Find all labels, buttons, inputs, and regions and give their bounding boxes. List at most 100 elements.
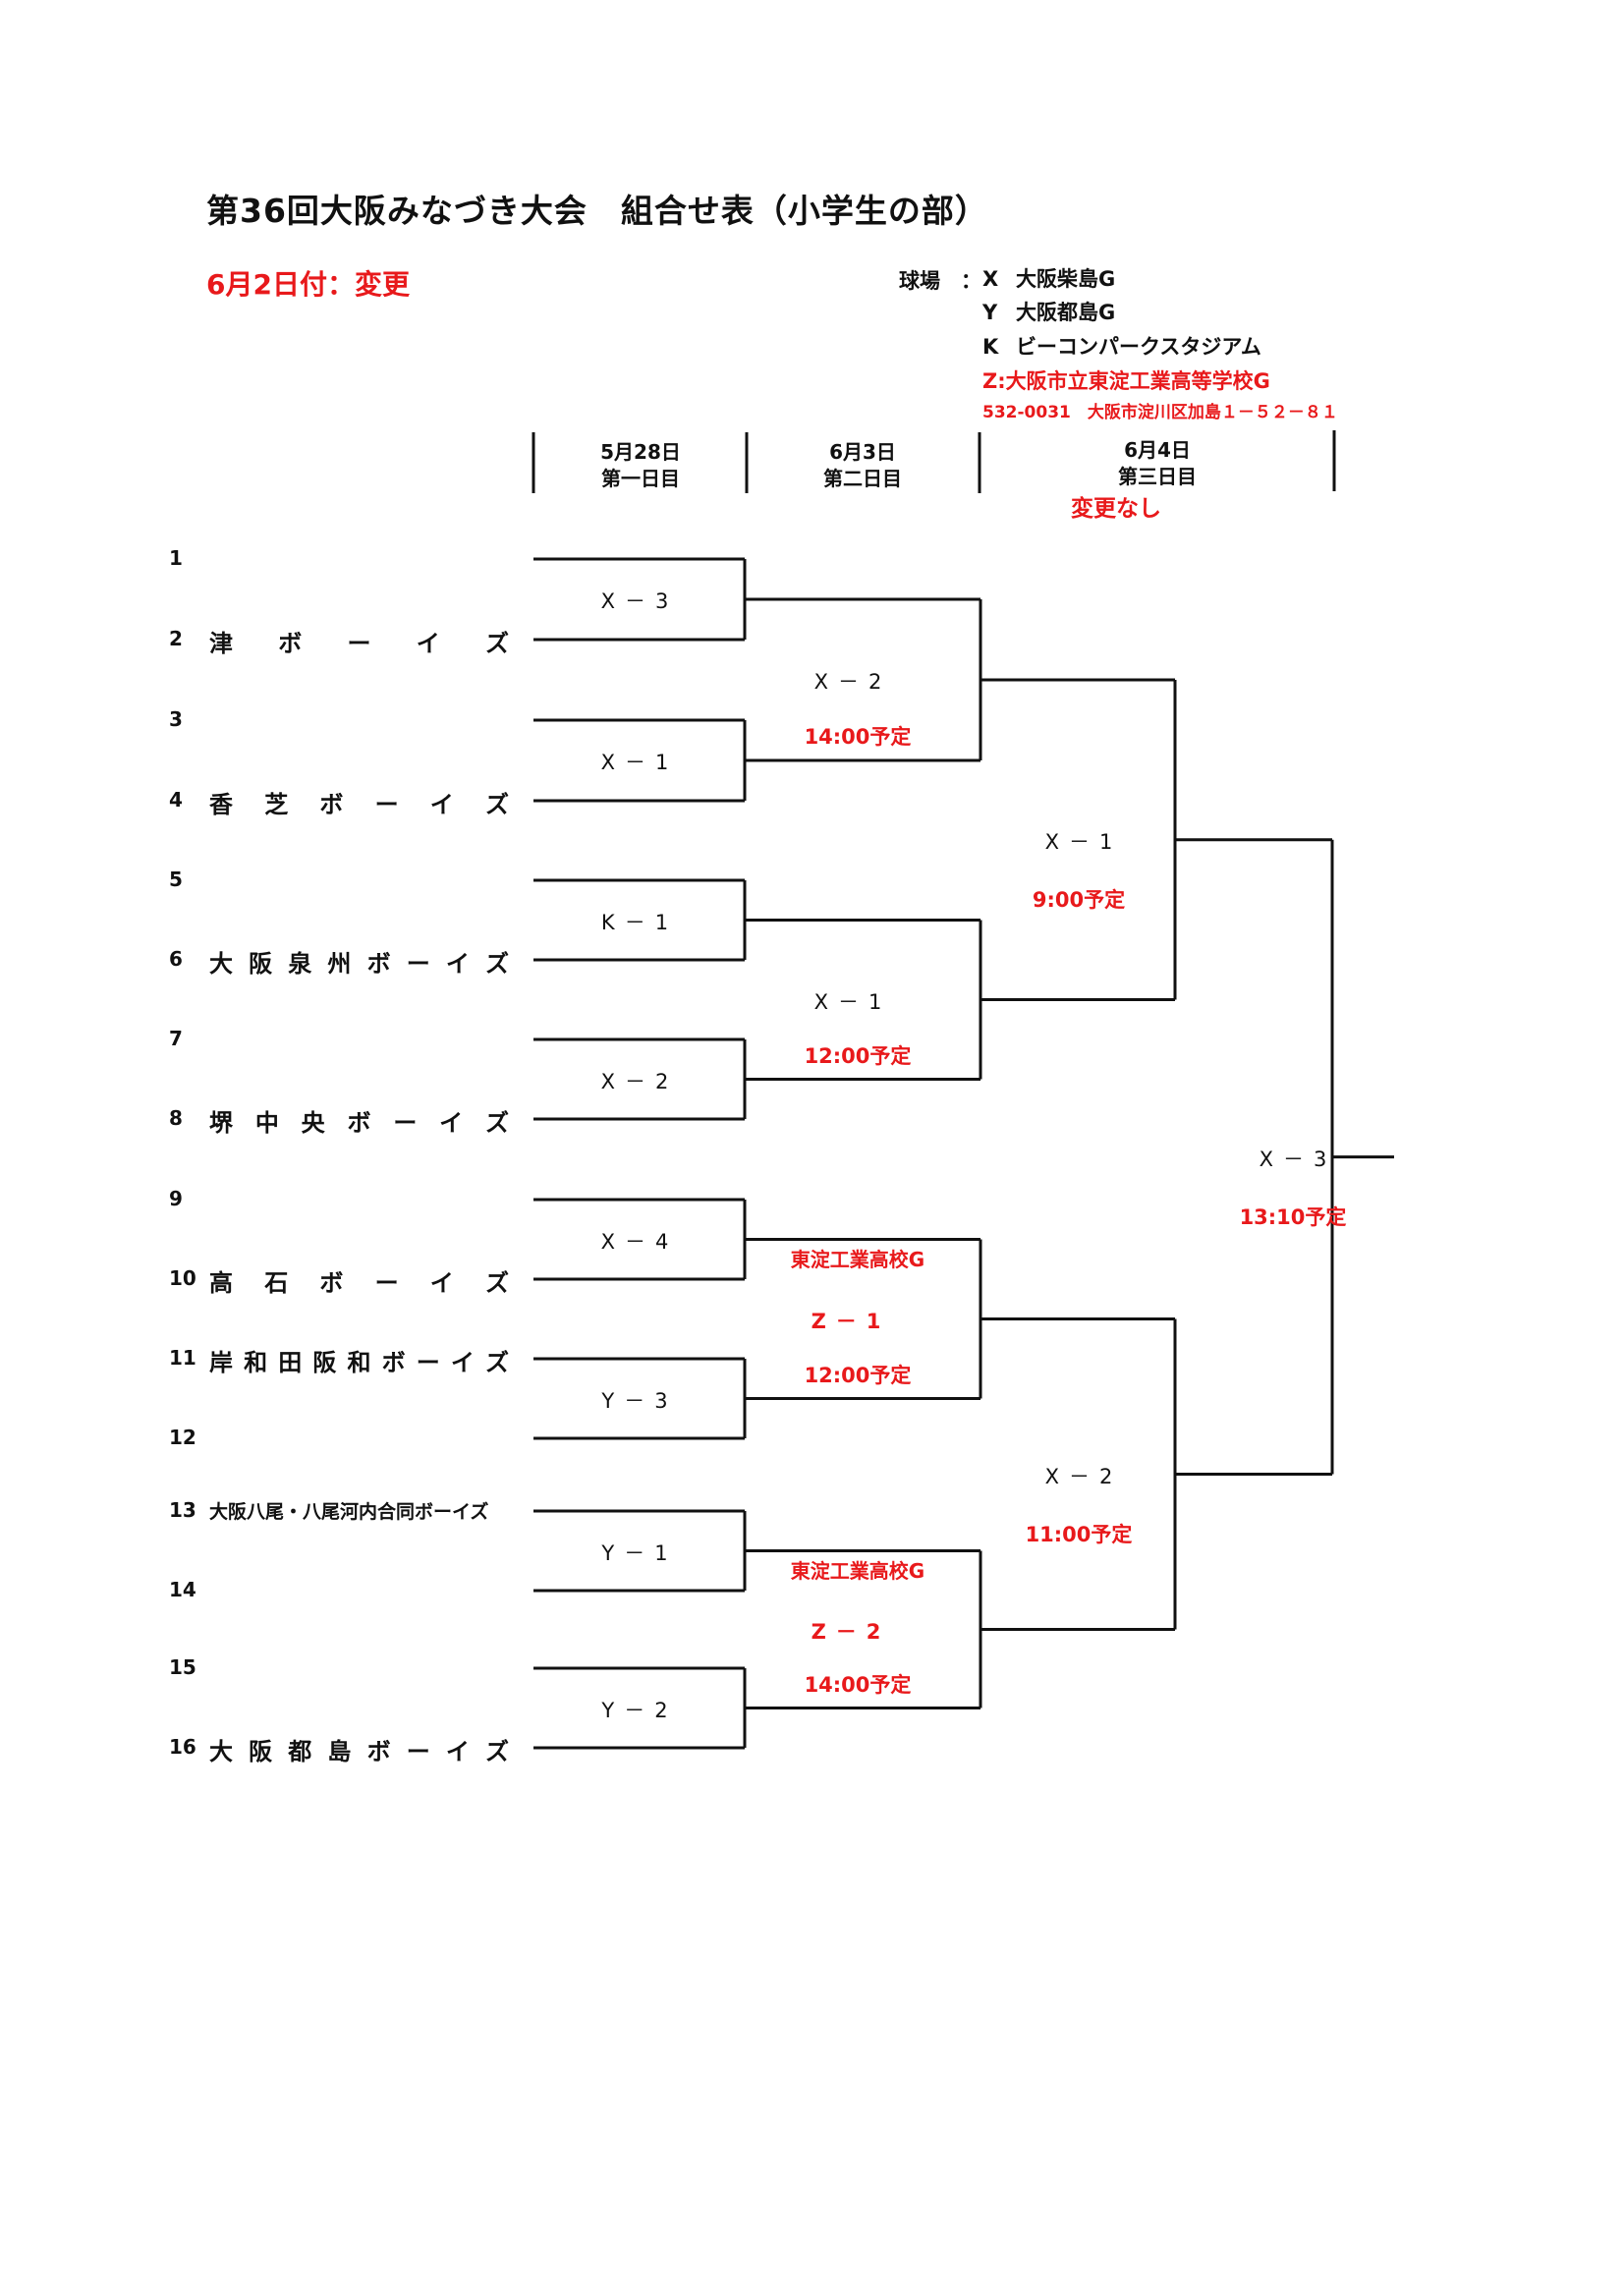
- game-time: 9:00予定: [1032, 887, 1126, 912]
- game-label: Z－1: [811, 1309, 891, 1333]
- team-name-char: 田: [278, 1349, 303, 1376]
- venue-y: Y 大阪都島G: [982, 297, 1115, 326]
- game-label: Y－2: [601, 1698, 678, 1722]
- team-seed: 14: [169, 1578, 196, 1601]
- team-name-char: 大: [209, 950, 233, 978]
- team-seed: 13: [169, 1498, 196, 1522]
- team-seed: 11: [169, 1346, 196, 1370]
- venue-code: Z:: [982, 369, 1006, 393]
- team-name-char: ズ: [484, 1738, 509, 1765]
- game-label: X－2: [1044, 1464, 1123, 1488]
- game-time: 14:00予定: [804, 725, 912, 749]
- round-3-note: 変更なし: [1071, 496, 1161, 522]
- team-seed: 8: [169, 1106, 183, 1130]
- team-name-char: ー: [406, 950, 430, 978]
- team-name-char: イ: [429, 791, 454, 818]
- team-name-char: イ: [429, 1269, 454, 1297]
- team-seed: 1: [169, 546, 183, 570]
- team-name-char: 石: [264, 1269, 289, 1297]
- team-name-char: イ: [416, 630, 440, 657]
- game-venue: 東淀工業高校G: [790, 1247, 925, 1271]
- round-day: 第一日目: [601, 467, 680, 490]
- final-game-label: X－3: [1259, 1147, 1337, 1171]
- team-name-char: 島: [327, 1738, 352, 1765]
- team-seed: 7: [169, 1027, 183, 1050]
- team-seed: 15: [169, 1655, 196, 1679]
- update-notice: 6月2日付：変更: [206, 268, 410, 301]
- venue-name: 大阪市立東淀工業高等学校G: [1005, 369, 1270, 393]
- team-name-char: イ: [450, 1349, 475, 1376]
- team-name-char: 阪: [312, 1349, 337, 1376]
- team-name-char: ー: [374, 1269, 399, 1297]
- game-label: X－2: [813, 670, 892, 694]
- venue-label: 球場 ：: [899, 269, 981, 293]
- team-seed: 10: [169, 1266, 196, 1290]
- game-venue: 東淀工業高校G: [790, 1558, 925, 1583]
- round-header-3: 6月4日第三日目: [1059, 437, 1256, 490]
- team-name-char: 州: [327, 950, 352, 978]
- team-name-char: イ: [439, 1109, 464, 1137]
- team-name-char: 香: [209, 791, 233, 818]
- game-label: X－1: [1044, 829, 1123, 854]
- venue-z: Z:大阪市立東淀工業高等学校G: [982, 365, 1270, 395]
- round-day: 第三日目: [1118, 465, 1197, 488]
- venue-code: K: [982, 335, 999, 359]
- game-label: X－4: [600, 1229, 679, 1254]
- team-name-char: イ: [445, 950, 470, 978]
- team-name-char: 阪: [249, 1738, 273, 1765]
- team-name-char: ズ: [484, 950, 509, 978]
- team-name-char: ボ: [366, 950, 391, 978]
- venue-name: ビーコンパークスタジアム: [1016, 335, 1261, 359]
- team-name: 大阪八尾・八尾河内合同ボーイズ: [209, 1501, 489, 1523]
- final-game-time: 13:10予定: [1239, 1204, 1347, 1229]
- team-name-char: ズ: [484, 791, 509, 818]
- game-time: 11:00予定: [1025, 1522, 1133, 1546]
- team-name-char: ボ: [347, 1109, 371, 1137]
- team-name: 岸和田阪和ボーイズ: [209, 1343, 509, 1377]
- team-name-char: 都: [288, 1738, 312, 1765]
- team-name-char: 和: [244, 1349, 268, 1376]
- game-label: X－1: [600, 751, 679, 774]
- team-name-char: ボ: [366, 1738, 391, 1765]
- venue-name: 大阪都島G: [1016, 301, 1116, 324]
- team-name-char: 芝: [264, 791, 289, 818]
- team-name-char: 央: [301, 1109, 325, 1137]
- team-name: 津ボーイズ: [209, 624, 509, 658]
- team-seed: 9: [169, 1187, 183, 1210]
- team-name-char: ボ: [319, 791, 344, 818]
- team-name-char: 泉: [288, 950, 312, 978]
- round-date: 5月28日: [600, 440, 681, 464]
- team-name-char: 阪: [249, 950, 273, 978]
- team-name-char: ー: [406, 1738, 430, 1765]
- team-name: 堺中央ボーイズ: [209, 1103, 509, 1138]
- game-label: K－1: [600, 910, 679, 934]
- team-name-char: イ: [445, 1738, 470, 1765]
- game-label: Y－3: [601, 1388, 678, 1413]
- venue-k: K ビーコンパークスタジアム: [982, 331, 1261, 361]
- team-name-char: 津: [209, 630, 233, 657]
- page-title: 第36回大阪みなづき大会 組合せ表（小学生の部）: [206, 192, 988, 230]
- team-name-char: ボ: [319, 1269, 344, 1297]
- game-label: X－3: [600, 589, 679, 613]
- round-header-2: 6月3日第二日目: [764, 439, 961, 492]
- game-label: Y－1: [601, 1540, 678, 1565]
- game-time: 14:00予定: [804, 1672, 912, 1697]
- team-name-char: ボ: [278, 630, 303, 657]
- team-name: 高石ボーイズ: [209, 1263, 509, 1298]
- game-time: 12:00予定: [804, 1363, 912, 1387]
- team-name-char: 岸: [209, 1349, 233, 1376]
- team-seed: 16: [169, 1735, 196, 1759]
- venue-z-address: 532-0031 大阪市淀川区加島１－５２－８１: [982, 403, 1338, 422]
- team-name-char: ボ: [381, 1349, 406, 1376]
- game-label: X－1: [813, 989, 892, 1014]
- team-name-char: 中: [254, 1109, 279, 1137]
- team-name-char: ズ: [485, 630, 509, 657]
- team-name: 大阪泉州ボーイズ: [209, 944, 509, 979]
- venue-code: Y: [982, 301, 998, 324]
- team-seed: 12: [169, 1426, 196, 1449]
- round-date: 6月4日: [1124, 438, 1191, 462]
- team-name-char: ズ: [484, 1109, 509, 1137]
- team-seed: 3: [169, 707, 183, 731]
